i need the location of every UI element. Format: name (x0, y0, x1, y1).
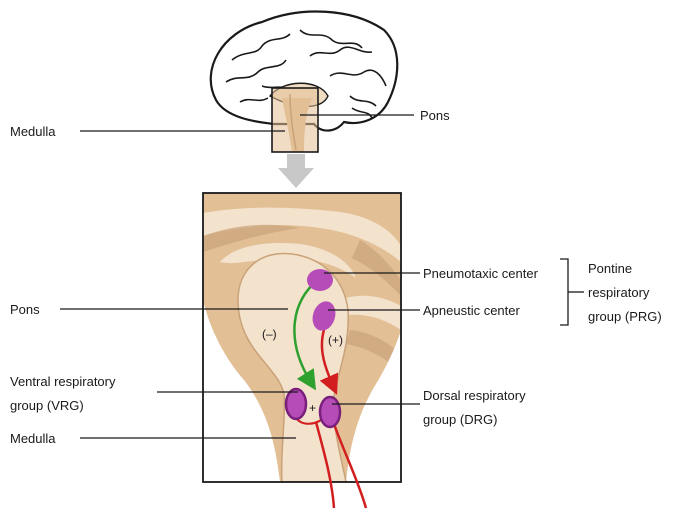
zoom-arrow (278, 154, 314, 188)
label-drg-line2: group (DRG) (423, 412, 497, 427)
prg-bracket (560, 259, 568, 325)
label-drg-line1: Dorsal respiratory (423, 388, 526, 403)
label-prg-line2: respiratory (588, 285, 650, 300)
pneumotaxic-nucleus (307, 269, 333, 291)
vrg-drg-sign: + (309, 401, 316, 415)
label-bottom-medulla: Medulla (10, 431, 56, 446)
label-apneustic-center: Apneustic center (423, 303, 521, 318)
label-pneumotaxic-center: Pneumotaxic center (423, 266, 539, 281)
drg-nucleus (320, 397, 340, 427)
label-vrg-line2: group (VRG) (10, 398, 84, 413)
inhibitory-sign: (–) (262, 327, 277, 341)
label-prg-line3: group (PRG) (588, 309, 662, 324)
label-vrg-line1: Ventral respiratory (10, 374, 116, 389)
vrg-nucleus (286, 389, 306, 419)
label-top-medulla: Medulla (10, 124, 56, 139)
label-top-pons: Pons (420, 108, 450, 123)
label-prg-line1: Pontine (588, 261, 632, 276)
excitatory-sign: (+) (328, 333, 343, 347)
label-pons: Pons (10, 302, 40, 317)
